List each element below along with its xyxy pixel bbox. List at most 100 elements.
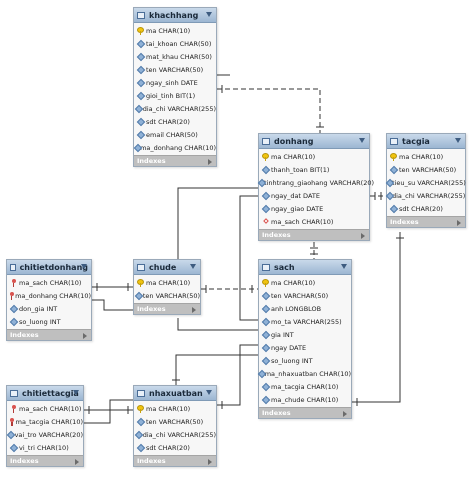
- chevron-down-icon[interactable]: [206, 390, 212, 395]
- column-row[interactable]: dia_chi VARCHAR(255): [134, 428, 216, 441]
- column-row[interactable]: ma CHAR(10): [387, 150, 465, 163]
- column-row[interactable]: ngay DATE: [259, 341, 351, 354]
- column-row[interactable]: ngay_dat DATE: [259, 189, 369, 202]
- column-row[interactable]: ma_chude CHAR(10): [259, 393, 351, 406]
- column-row[interactable]: gia INT: [259, 328, 351, 341]
- table-header[interactable]: chitietdonhang: [7, 260, 91, 275]
- column-label: ma_sach CHAR(10): [19, 278, 82, 287]
- column-row[interactable]: tieu_su VARCHAR(255): [387, 176, 466, 189]
- table-header[interactable]: sach: [259, 260, 351, 275]
- column-row[interactable]: thanh_toan BIT(1): [259, 163, 369, 176]
- column-row[interactable]: tai_khoan CHAR(50): [134, 37, 216, 50]
- relationship-khachhang-donhang: [217, 88, 321, 133]
- chevron-down-icon[interactable]: [206, 12, 212, 17]
- indexes-bar[interactable]: Indexes: [387, 216, 465, 227]
- column-row[interactable]: ma CHAR(10): [134, 402, 216, 415]
- column-list: ma_sach CHAR(10) ma_donhang CHAR(10)don_g…: [7, 275, 91, 329]
- primary-key-icon: [262, 278, 269, 287]
- relationship-chude-sach-2: [177, 318, 258, 331]
- column-row[interactable]: gioi_tinh BIT(1): [134, 89, 216, 102]
- chevron-down-icon[interactable]: [190, 264, 196, 269]
- expand-arrow-icon[interactable]: [83, 332, 87, 339]
- column-row[interactable]: ten VARCHAR(50): [259, 289, 351, 302]
- column-label: mo_ta VARCHAR(255): [271, 317, 342, 326]
- column-row[interactable]: sdt CHAR(20): [134, 441, 216, 454]
- column-row[interactable]: dia_chi VARCHAR(255): [134, 102, 216, 115]
- table-chitietdonhang[interactable]: chitietdonhang ma_sach CHAR(10) ma_donhang…: [6, 259, 92, 341]
- column-label: ma_tacgia CHAR(10): [15, 417, 83, 426]
- primary-key-icon: [137, 278, 144, 287]
- column-row[interactable]: ma CHAR(10): [259, 150, 369, 163]
- chevron-down-icon[interactable]: [341, 264, 347, 269]
- column-row[interactable]: ten VARCHAR(50): [134, 63, 216, 76]
- column-row[interactable]: ma_tacgia CHAR(10): [7, 415, 83, 428]
- column-row[interactable]: don_gia INT: [7, 302, 91, 315]
- column-list: ma CHAR(10)thanh_toan BIT(1)tinhtrang_gi…: [259, 149, 374, 229]
- expand-arrow-icon[interactable]: [208, 158, 212, 165]
- expand-arrow-icon[interactable]: [192, 306, 196, 313]
- column-row[interactable]: sdt CHAR(20): [134, 115, 216, 128]
- expand-arrow-icon[interactable]: [457, 219, 461, 226]
- chevron-down-icon[interactable]: [73, 390, 79, 395]
- table-icon: [137, 389, 145, 397]
- column-row[interactable]: ma_sach CHAR(10): [7, 402, 83, 415]
- column-row[interactable]: so_luong INT: [7, 315, 91, 328]
- column-row[interactable]: ten VARCHAR(50): [134, 415, 216, 428]
- table-header[interactable]: donhang: [259, 134, 369, 149]
- column-row[interactable]: ten VARCHAR(50): [134, 289, 200, 302]
- indexes-bar[interactable]: Indexes: [134, 155, 216, 166]
- chevron-down-icon[interactable]: [359, 138, 365, 143]
- column-row[interactable]: email CHAR(50): [134, 128, 216, 141]
- column-row[interactable]: ma CHAR(10): [134, 276, 200, 289]
- column-row[interactable]: ten VARCHAR(50): [387, 163, 465, 176]
- column-row[interactable]: ma_sach CHAR(10): [7, 276, 91, 289]
- table-icon: [390, 137, 398, 145]
- expand-arrow-icon[interactable]: [208, 458, 212, 465]
- chevron-down-icon[interactable]: [81, 264, 87, 269]
- column-row[interactable]: so_luong INT: [259, 354, 351, 367]
- indexes-bar[interactable]: Indexes: [259, 229, 369, 240]
- column-row[interactable]: ma_sach CHAR(10): [259, 215, 369, 228]
- expand-arrow-icon[interactable]: [361, 232, 365, 239]
- foreign-key-icon: [10, 404, 17, 413]
- column-row[interactable]: ma_nhaxuatban CHAR(10): [259, 367, 351, 380]
- expand-arrow-icon[interactable]: [343, 410, 347, 417]
- indexes-bar[interactable]: Indexes: [7, 455, 83, 466]
- column-row[interactable]: ma_tacgia CHAR(10): [259, 380, 351, 393]
- table-header[interactable]: nhaxuatban: [134, 386, 216, 401]
- indexes-bar[interactable]: Indexes: [134, 455, 216, 466]
- column-row[interactable]: vai_tro VARCHAR(20): [7, 428, 83, 441]
- indexes-bar[interactable]: Indexes: [134, 303, 200, 314]
- column-row[interactable]: anh LONGBLOB: [259, 302, 351, 315]
- column-row[interactable]: dia_chi VARCHAR(255): [387, 189, 465, 202]
- table-header[interactable]: chude: [134, 260, 200, 275]
- column-row[interactable]: ngay_sinh DATE: [134, 76, 216, 89]
- indexes-bar[interactable]: Indexes: [259, 407, 351, 418]
- chevron-down-icon[interactable]: [455, 138, 461, 143]
- column-row[interactable]: mo_ta VARCHAR(255): [259, 315, 351, 328]
- table-header[interactable]: khachhang: [134, 8, 216, 23]
- column-row[interactable]: ngay_giao DATE: [259, 202, 369, 215]
- column-row[interactable]: ma_donhang CHAR(10): [7, 289, 91, 302]
- column-row[interactable]: sdt CHAR(20): [387, 202, 465, 215]
- column-row[interactable]: ma CHAR(10): [259, 276, 351, 289]
- table-header[interactable]: chitiettacgia: [7, 386, 83, 401]
- column-diamond-icon: [262, 369, 263, 378]
- column-diamond-icon: [262, 191, 269, 200]
- column-row[interactable]: tinhtrang_giaohang VARCHAR(20): [259, 176, 374, 189]
- column-list: ma CHAR(10)tai_khoan CHAR(50)mat_khau CH…: [134, 23, 216, 155]
- table-header[interactable]: tacgia: [387, 134, 465, 149]
- indexes-bar[interactable]: Indexes: [7, 329, 91, 340]
- column-row[interactable]: ma_donhang CHAR(10): [134, 141, 216, 154]
- column-row[interactable]: ma CHAR(10): [134, 24, 216, 37]
- column-row[interactable]: mat_khau CHAR(50): [134, 50, 216, 63]
- expand-arrow-icon[interactable]: [75, 458, 79, 465]
- column-row[interactable]: vi_tri CHAR(10): [7, 441, 83, 454]
